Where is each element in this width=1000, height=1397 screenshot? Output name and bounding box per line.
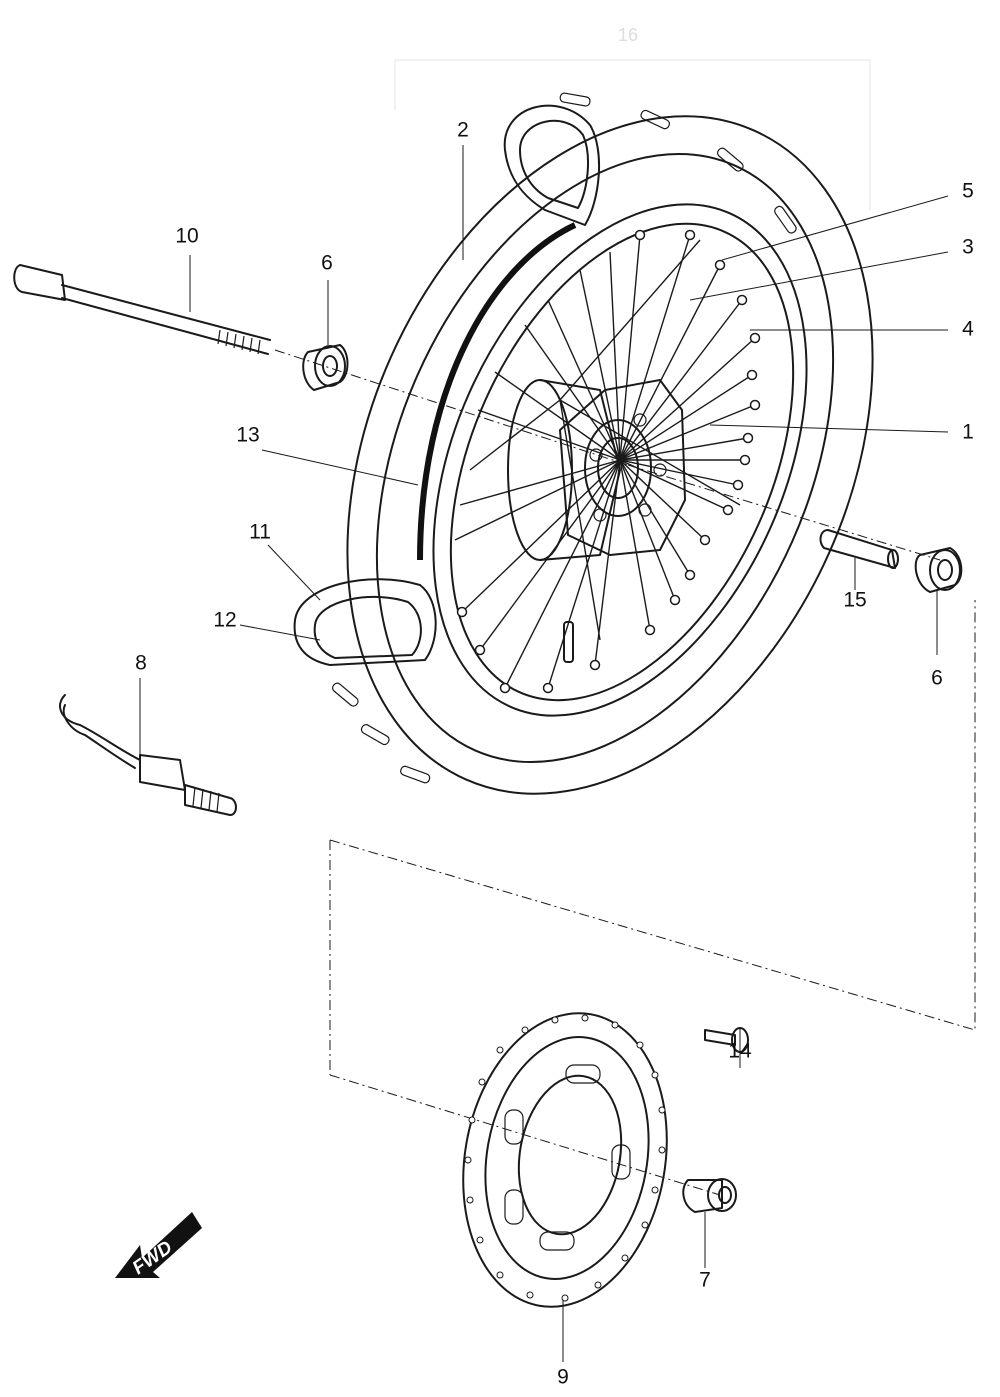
leader-lines bbox=[139, 145, 949, 1362]
forward-direction-arrow: FWD bbox=[115, 1212, 202, 1279]
tire[interactable] bbox=[246, 33, 973, 877]
callout-11: 11 bbox=[249, 521, 271, 544]
callout-5: 5 bbox=[962, 180, 974, 203]
callout-6b: 6 bbox=[931, 667, 943, 690]
speedometer-cable[interactable] bbox=[59, 694, 237, 816]
callout-15: 15 bbox=[843, 589, 866, 612]
callout-7: 7 bbox=[699, 1269, 711, 1292]
callout-10: 10 bbox=[175, 225, 198, 248]
callout-16: 16 bbox=[618, 25, 638, 45]
spokes[interactable] bbox=[454, 234, 756, 689]
center-axis-lines bbox=[274, 349, 976, 1196]
callout-14: 14 bbox=[728, 1040, 752, 1063]
tire-cross-section-bottom[interactable] bbox=[293, 578, 437, 666]
bearing-left[interactable] bbox=[302, 344, 349, 391]
callout-12: 12 bbox=[213, 609, 236, 632]
valve-stem[interactable] bbox=[563, 621, 574, 663]
callout-6a: 6 bbox=[321, 252, 333, 275]
brake-side-collar[interactable] bbox=[682, 1178, 737, 1213]
callout-2: 2 bbox=[457, 119, 469, 142]
bearing-right[interactable] bbox=[914, 547, 963, 593]
wheel-hub[interactable] bbox=[507, 379, 686, 561]
callout-3: 3 bbox=[962, 236, 974, 259]
callout-1: 1 bbox=[962, 421, 974, 444]
callout-8: 8 bbox=[135, 652, 147, 675]
callout-9: 9 bbox=[557, 1366, 569, 1389]
background-frame bbox=[394, 59, 871, 210]
tire-cross-section-top bbox=[503, 104, 600, 226]
rim-strip[interactable] bbox=[417, 222, 577, 561]
axle-spacer[interactable] bbox=[819, 529, 899, 569]
spoke-nipples[interactable] bbox=[456, 229, 761, 694]
callout-numbers: 16 2 5 10 6 3 4 1 13 11 15 12 8 6 14 7 9 bbox=[135, 25, 974, 1389]
callout-13: 13 bbox=[236, 424, 259, 447]
front-axle[interactable] bbox=[13, 264, 271, 355]
rim[interactable] bbox=[359, 146, 880, 774]
brake-disc[interactable] bbox=[441, 997, 689, 1323]
callout-4: 4 bbox=[962, 318, 974, 341]
